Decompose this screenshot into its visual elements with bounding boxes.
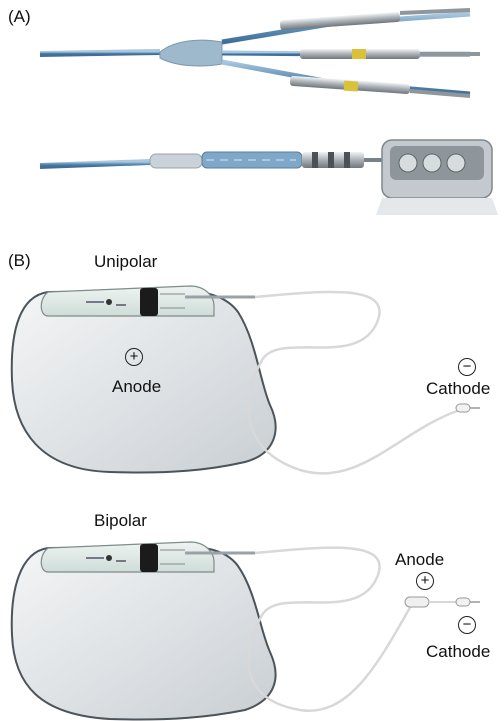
unipolar-cathode-label: Cathode: [426, 380, 490, 397]
trifurcated-lead: [40, 10, 480, 96]
bipolar-title: Bipolar: [94, 512, 147, 529]
bipolar-cathode-label: Cathode: [426, 643, 490, 660]
unipolar-cathode-minus-icon: −: [458, 358, 476, 376]
unipolar-anode-plus-icon: +: [125, 348, 143, 366]
unipolar-anode-label: Anode: [112, 378, 161, 395]
unipolar-title: Unipolar: [94, 253, 157, 270]
bipolar-cathode-minus-icon: −: [458, 616, 476, 634]
inline-lead-with-header: [40, 140, 498, 215]
bipolar-anode-label: Anode: [395, 551, 444, 568]
panel-b-label: (B): [8, 252, 31, 269]
unipolar-pacemaker: [12, 286, 480, 473]
bipolar-anode-plus-icon: +: [416, 572, 434, 590]
